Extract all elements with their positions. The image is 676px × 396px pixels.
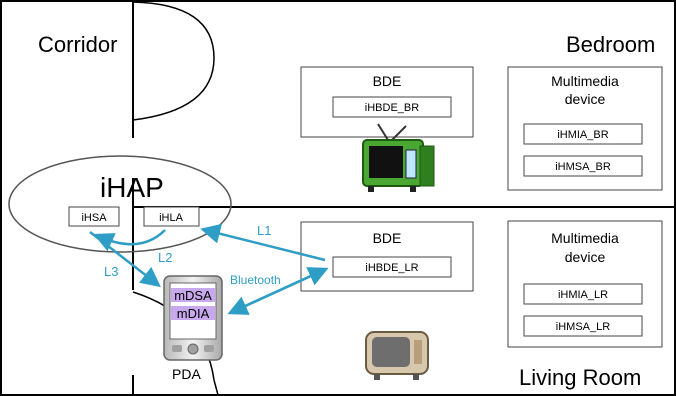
arrow-l2: [93, 229, 166, 252]
ihsa-label: iHSA: [81, 212, 107, 224]
ihmsa-lr-box: [523, 315, 643, 337]
ihmsa-br-box: [523, 155, 643, 177]
arrow-bluetooth-to-pda: [227, 268, 325, 315]
mdsa-label: mDSA: [174, 288, 212, 303]
ihmsa-lr-label: iHMSA_LR: [556, 321, 610, 333]
multimedia-bedroom-line1: Multimedia: [551, 73, 619, 89]
arrow-l3: [89, 231, 161, 288]
ihmsa-br-label: iHMSA_BR: [555, 161, 611, 173]
ihmia-lr-box: [523, 283, 643, 305]
door-swing-bedroom: [132, 1, 215, 121]
multimedia-livingroom-line2: device: [565, 249, 606, 265]
living-room-label: Living Room: [519, 365, 641, 390]
l1-label: L1: [257, 223, 271, 238]
bde-livingroom-title: BDE: [373, 230, 402, 246]
ihap-title: iHAP: [100, 172, 164, 203]
ihsa-box: [68, 206, 120, 227]
ihbde-lr-box: [332, 256, 452, 278]
ihla-box: [143, 206, 200, 227]
ihbde-lr-label: iHBDE_LR: [365, 262, 418, 274]
ihla-label: iHLA: [159, 212, 184, 224]
arrow-l1: [200, 223, 326, 262]
pda-icon: [163, 275, 223, 361]
l3-label: L3: [104, 264, 118, 279]
ihap-ellipse: [8, 155, 232, 253]
ihmia-lr-label: iHMIA_LR: [558, 289, 608, 301]
mdia-label: mDIA: [177, 306, 210, 321]
ihmia-br-box: [523, 123, 643, 145]
ihbde-br-label: iHBDE_BR: [365, 102, 419, 114]
multimedia-bedroom-line2: device: [565, 91, 606, 107]
bedroom-label: Bedroom: [566, 32, 655, 57]
multimedia-livingroom-line1: Multimedia: [551, 230, 619, 246]
l2-label: L2: [158, 250, 172, 265]
ihmia-br-label: iHMIA_BR: [557, 129, 608, 141]
bluetooth-label: Bluetooth: [230, 273, 281, 287]
bde-bedroom-title: BDE: [373, 73, 402, 89]
tv-icon-green: [362, 123, 435, 192]
tv-icon-beige: [365, 331, 429, 380]
pda-label: PDA: [172, 366, 201, 382]
ihbde-br-box: [332, 96, 452, 118]
corridor-label: Corridor: [38, 32, 117, 57]
